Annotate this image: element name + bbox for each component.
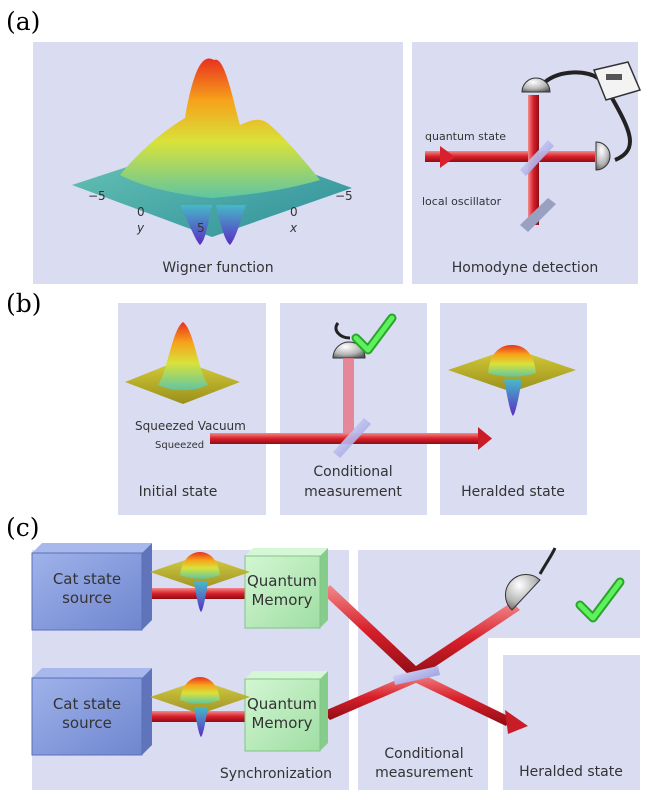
detector-c [505,574,541,611]
homodyne-arrow [440,146,455,168]
panel-c-label: (c) [6,513,40,542]
beam-memory-bottom-to-bs [322,674,418,720]
heralded-dip-b [504,380,522,416]
homodyne-electronics-box [592,61,642,101]
conditional-caption-line2-b: measurement [304,484,402,500]
heralded-state-panel-b: Heralded state [440,303,587,515]
homodyne-beam-horizontal [425,151,595,162]
beam-to-detector [410,602,520,678]
heralded-caption-c: Heralded state [519,764,623,780]
source-top-line1: Cat state [53,570,121,588]
wigner-function-panel: −5 0 y 5 0 x −5 Wigner function [33,42,403,284]
wigner-axis-y-label: y [136,221,145,235]
cat-state-source-top: Cat state source [31,543,152,631]
beam-arrow-b [478,427,492,450]
beam-splitter-c [393,666,440,685]
wigner-dip-left [180,205,212,245]
synchronization-caption: Synchronization [220,766,332,782]
beam-source-bottom [140,711,245,722]
homodyne-caption: Homodyne detection [452,260,599,276]
conditional-caption-line1-b: Conditional [313,464,392,480]
source-bottom-line1: Cat state [53,695,121,713]
wigner-axis-tick-five: 5 [197,221,205,235]
quantum-memory-top: Quantum Memory [244,548,328,629]
homodyne-local-oscillator-label: local oscillator [422,195,502,208]
cat-state-glyph-top [150,552,250,612]
initial-state-caption: Initial state [139,484,218,500]
beam-arrow-c [505,710,528,734]
homodyne-cable-side [610,97,632,162]
homodyne-mirror [520,198,556,232]
conditional-caption-line2-c: measurement [375,765,473,781]
main-beam-b [210,433,480,444]
cat-state-glyph-bottom [150,677,250,737]
memory-bottom-line1: Quantum [247,695,317,713]
source-top-line2: source [62,589,112,607]
wigner-peak [120,58,320,199]
source-bottom-line2: source [62,714,112,732]
homodyne-detector-top [521,77,551,93]
check-icon-b-highlight [353,315,395,353]
beam-memory-top-to-bs [322,585,418,676]
homodyne-detector-right [595,141,611,171]
beam-source-top [140,588,245,599]
wigner-axis-tick-y-zero: 0 [137,205,145,219]
squeezed-peak [158,322,208,391]
memory-top-line1: Quantum [247,572,317,590]
memory-top-line2: Memory [251,591,312,609]
wigner-axis-tick-y-neg: −5 [88,189,106,203]
wigner-axis-tick-x-zero: 0 [290,205,298,219]
check-icon-c-highlight [577,579,623,621]
heralded-panel-bg-c [503,655,640,790]
squeezed-vacuum-label: Squeezed Vacuum [135,419,246,433]
memory-bottom-line2: Memory [251,714,312,732]
detector-cable-c [538,547,557,575]
panel-a-label: (a) [6,7,40,36]
squeezed-ghost-label: Squeezed [155,440,204,451]
beam-to-heralded [410,672,512,726]
homodyne-cable-top [543,70,600,84]
conditional-panel-bg-c [358,550,640,790]
heralded-peak-b [488,345,536,377]
cat-state-source-bottom: Cat state source [31,668,152,756]
homodyne-detection-panel: quantum state local oscillator Homodyne … [412,42,642,284]
heralded-caption-b: Heralded state [461,484,565,500]
detector-cable-b [334,322,351,340]
homodyne-quantum-state-label: quantum state [425,130,506,143]
wigner-dip-right [216,205,246,245]
homodyne-beam-splitter [520,140,554,176]
initial-state-panel: Squeezed Vacuum Squeezed Initial state [118,303,266,515]
detector-b [332,341,366,359]
beam-splitter-b [333,418,371,458]
wigner-axis-x-label: x [289,221,298,235]
quantum-memory-bottom: Quantum Memory [244,671,328,752]
wigner-caption: Wigner function [162,260,273,276]
panel-b-label: (b) [6,289,42,318]
wigner-axis-tick-x-neg: −5 [335,189,353,203]
reflected-beam-b [343,358,354,438]
conditional-caption-line1-c: Conditional [384,746,463,762]
homodyne-display [606,74,622,80]
conditional-measurement-panel-b: Conditional measurement [280,303,427,515]
